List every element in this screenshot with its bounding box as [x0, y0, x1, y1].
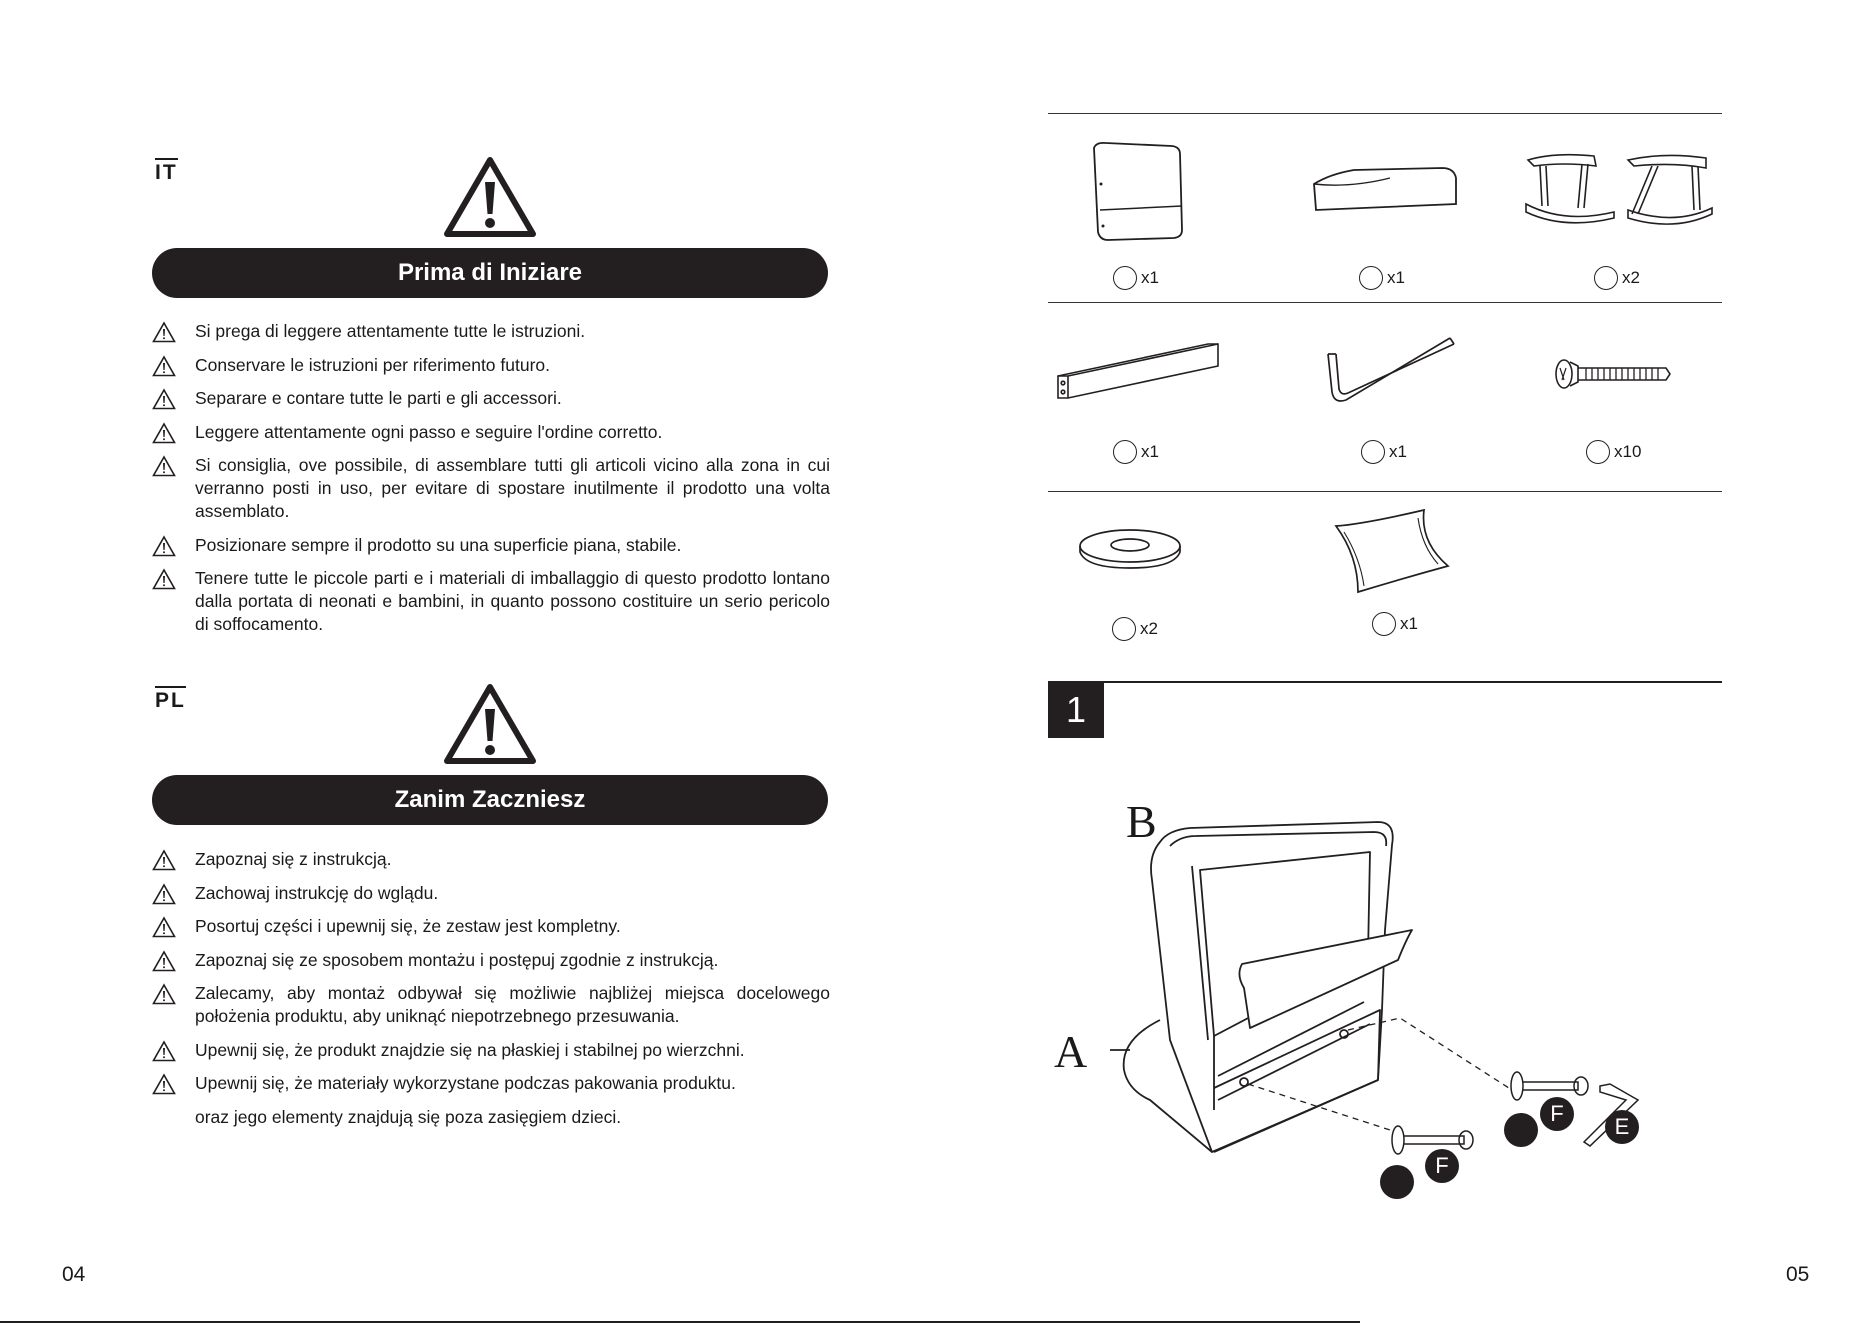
part-label-e: E — [1614, 1114, 1630, 1139]
washer-part-icon — [1079, 529, 1181, 569]
page-number-left: 04 — [62, 1263, 86, 1286]
qty-indicator: x1 — [1113, 266, 1159, 290]
list-item: Posizionare sempre il prodotto su una su… — [150, 534, 830, 557]
caution-icon — [152, 568, 176, 590]
caution-icon — [152, 882, 176, 904]
qty-indicator: x1 — [1359, 266, 1405, 290]
list-item: Si prega di leggere attentamente tutte l… — [150, 320, 830, 343]
check-circle-icon — [1372, 612, 1396, 636]
section-banner-it: Prima di Iniziare — [152, 248, 828, 298]
page-number-right: 05 — [1786, 1263, 1810, 1286]
caution-icon — [152, 983, 176, 1005]
list-item: Si consiglia, ove possibile, di assembla… — [150, 454, 830, 523]
bolt-part-icon — [1555, 359, 1671, 389]
caution-icon — [152, 949, 176, 971]
parts-grid-rule — [1048, 491, 1722, 492]
check-circle-icon — [1113, 440, 1137, 464]
caution-icon — [152, 321, 176, 343]
caution-icon — [152, 1073, 176, 1095]
check-circle-icon — [1594, 266, 1618, 290]
caution-icon — [152, 388, 176, 410]
seat-part-icon — [1313, 167, 1457, 211]
list-item: Zapoznaj się z instrukcją. — [150, 848, 830, 871]
step-number-badge: 1 — [1048, 682, 1104, 738]
caution-icon — [152, 1039, 176, 1061]
list-item: Separare e contare tutte le parti e gli … — [150, 387, 830, 410]
list-item: Zachowaj instrukcję do wglądu. — [150, 882, 830, 905]
qty-indicator: x2 — [1112, 617, 1158, 641]
list-item: Tenere tutte le piccole parti e i materi… — [150, 567, 830, 636]
caution-icon — [152, 534, 176, 556]
list-item: Upewnij się, że produkt znajdzie się na … — [150, 1039, 830, 1062]
parts-grid-rule — [1048, 113, 1722, 114]
caution-icon — [152, 354, 176, 376]
bottom-rule — [0, 1321, 1360, 1323]
language-tag-it: IT — [155, 158, 178, 184]
warning-icon — [444, 157, 536, 237]
qty-indicator: x1 — [1372, 612, 1418, 636]
allen-key-icon — [1327, 337, 1455, 402]
caution-icon — [152, 455, 176, 477]
check-circle-icon — [1112, 617, 1136, 641]
list-item: Conservare le istruzioni per riferimento… — [150, 354, 830, 377]
list-item: Posortuj części i upewnij się, że zestaw… — [150, 915, 830, 938]
part-label-f: F — [1550, 1101, 1564, 1126]
crossbar-part-icon — [1057, 343, 1219, 399]
list-item-continuation: oraz jego elementy znajdują się poza zas… — [195, 1106, 622, 1127]
backrest-part-icon — [1093, 141, 1183, 241]
rocker-legs-part-icon — [1525, 153, 1713, 225]
instruction-list-pl: Zapoznaj się z instrukcją. Zachowaj inst… — [150, 848, 830, 1139]
instruction-list-it: Si prega di leggere attentamente tutte l… — [150, 320, 830, 647]
list-item: Zapoznaj się ze sposobem montażu i postę… — [150, 949, 830, 972]
language-tag-pl: PL — [155, 686, 186, 712]
warning-icon — [444, 684, 536, 764]
part-label-b: B — [1126, 796, 1157, 847]
part-label-f: F — [1435, 1153, 1449, 1178]
step-rule — [1048, 681, 1722, 683]
cushion-part-icon — [1334, 508, 1450, 594]
section-banner-pl: Zanim Zaczniesz — [152, 775, 828, 825]
check-circle-icon — [1586, 440, 1610, 464]
parts-grid-rule — [1048, 302, 1722, 303]
list-item: Leggere attentamente ogni passo e seguir… — [150, 421, 830, 444]
caution-icon — [152, 421, 176, 443]
qty-indicator: x2 — [1594, 266, 1640, 290]
check-circle-icon — [1359, 266, 1383, 290]
list-item: Upewnij się, że materiały wykorzystane p… — [150, 1072, 830, 1095]
check-circle-icon — [1113, 266, 1137, 290]
caution-icon — [152, 916, 176, 938]
caution-icon — [152, 849, 176, 871]
step-1-assembly-diagram — [1110, 821, 1640, 1199]
part-label-a: A — [1054, 1026, 1088, 1077]
qty-indicator: x1 — [1361, 440, 1407, 464]
list-item: Zalecamy, aby montaż odbywał się możliwi… — [150, 982, 830, 1028]
check-circle-icon — [1361, 440, 1385, 464]
qty-indicator: x10 — [1586, 440, 1641, 464]
qty-indicator: x1 — [1113, 440, 1159, 464]
